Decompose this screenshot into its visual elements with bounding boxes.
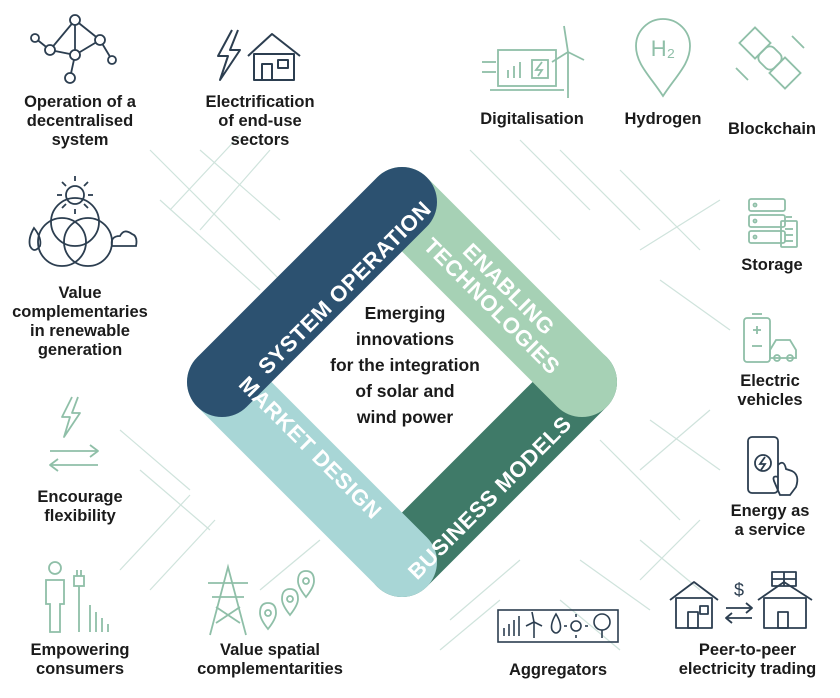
label-p2p: Peer-to-peer electricity trading [678,641,817,678]
label-electrification: Electrification of end-use sectors [205,93,315,149]
label-hydrogen: Hydrogen [624,110,702,128]
label-energy-service: Energy as a service [730,502,810,539]
peer-to-peer-icon: $ [669,571,813,629]
laptop-turbine-icon [482,25,585,98]
phone-service-icon [747,436,799,496]
band-market-design [187,347,437,597]
label-aggregators: Aggregators [508,661,608,679]
label-spatial: Value spatial complementarities [197,641,343,678]
label-storage: Storage [741,256,803,274]
label-digitalisation: Digitalisation [480,110,584,128]
venn-sun-icon [28,176,138,267]
label-flexibility: Encourage flexibility [37,488,123,525]
network-icon [30,14,117,84]
label-empowering: Empowering consumers [30,641,130,678]
label-ev: Electric vehicles [737,372,803,409]
flexibility-icon [49,396,99,472]
storage-icon [748,198,798,248]
band-system-operation [187,167,437,417]
hydrogen-pin-icon: H₂ [635,18,691,98]
label-blockchain: Blockchain [727,120,817,138]
consumer-icon [45,561,109,633]
label-decentralised: Operation of a decentralised system [24,93,136,149]
aggregators-icon [497,609,619,643]
lightning-house-icon [217,29,301,81]
center-text: Emerging innovations for the integration… [330,303,480,427]
label-value-complementarities: Value complementaries in renewable gener… [12,284,148,359]
band-enabling-technologies [367,167,617,417]
dollar-symbol: $ [734,580,744,600]
hydrogen-symbol: H₂ [651,36,675,61]
electric-vehicle-icon [743,313,797,363]
pylon-pins-icon [208,563,315,636]
blockchain-icon [735,26,805,90]
band-business-models [367,347,617,597]
